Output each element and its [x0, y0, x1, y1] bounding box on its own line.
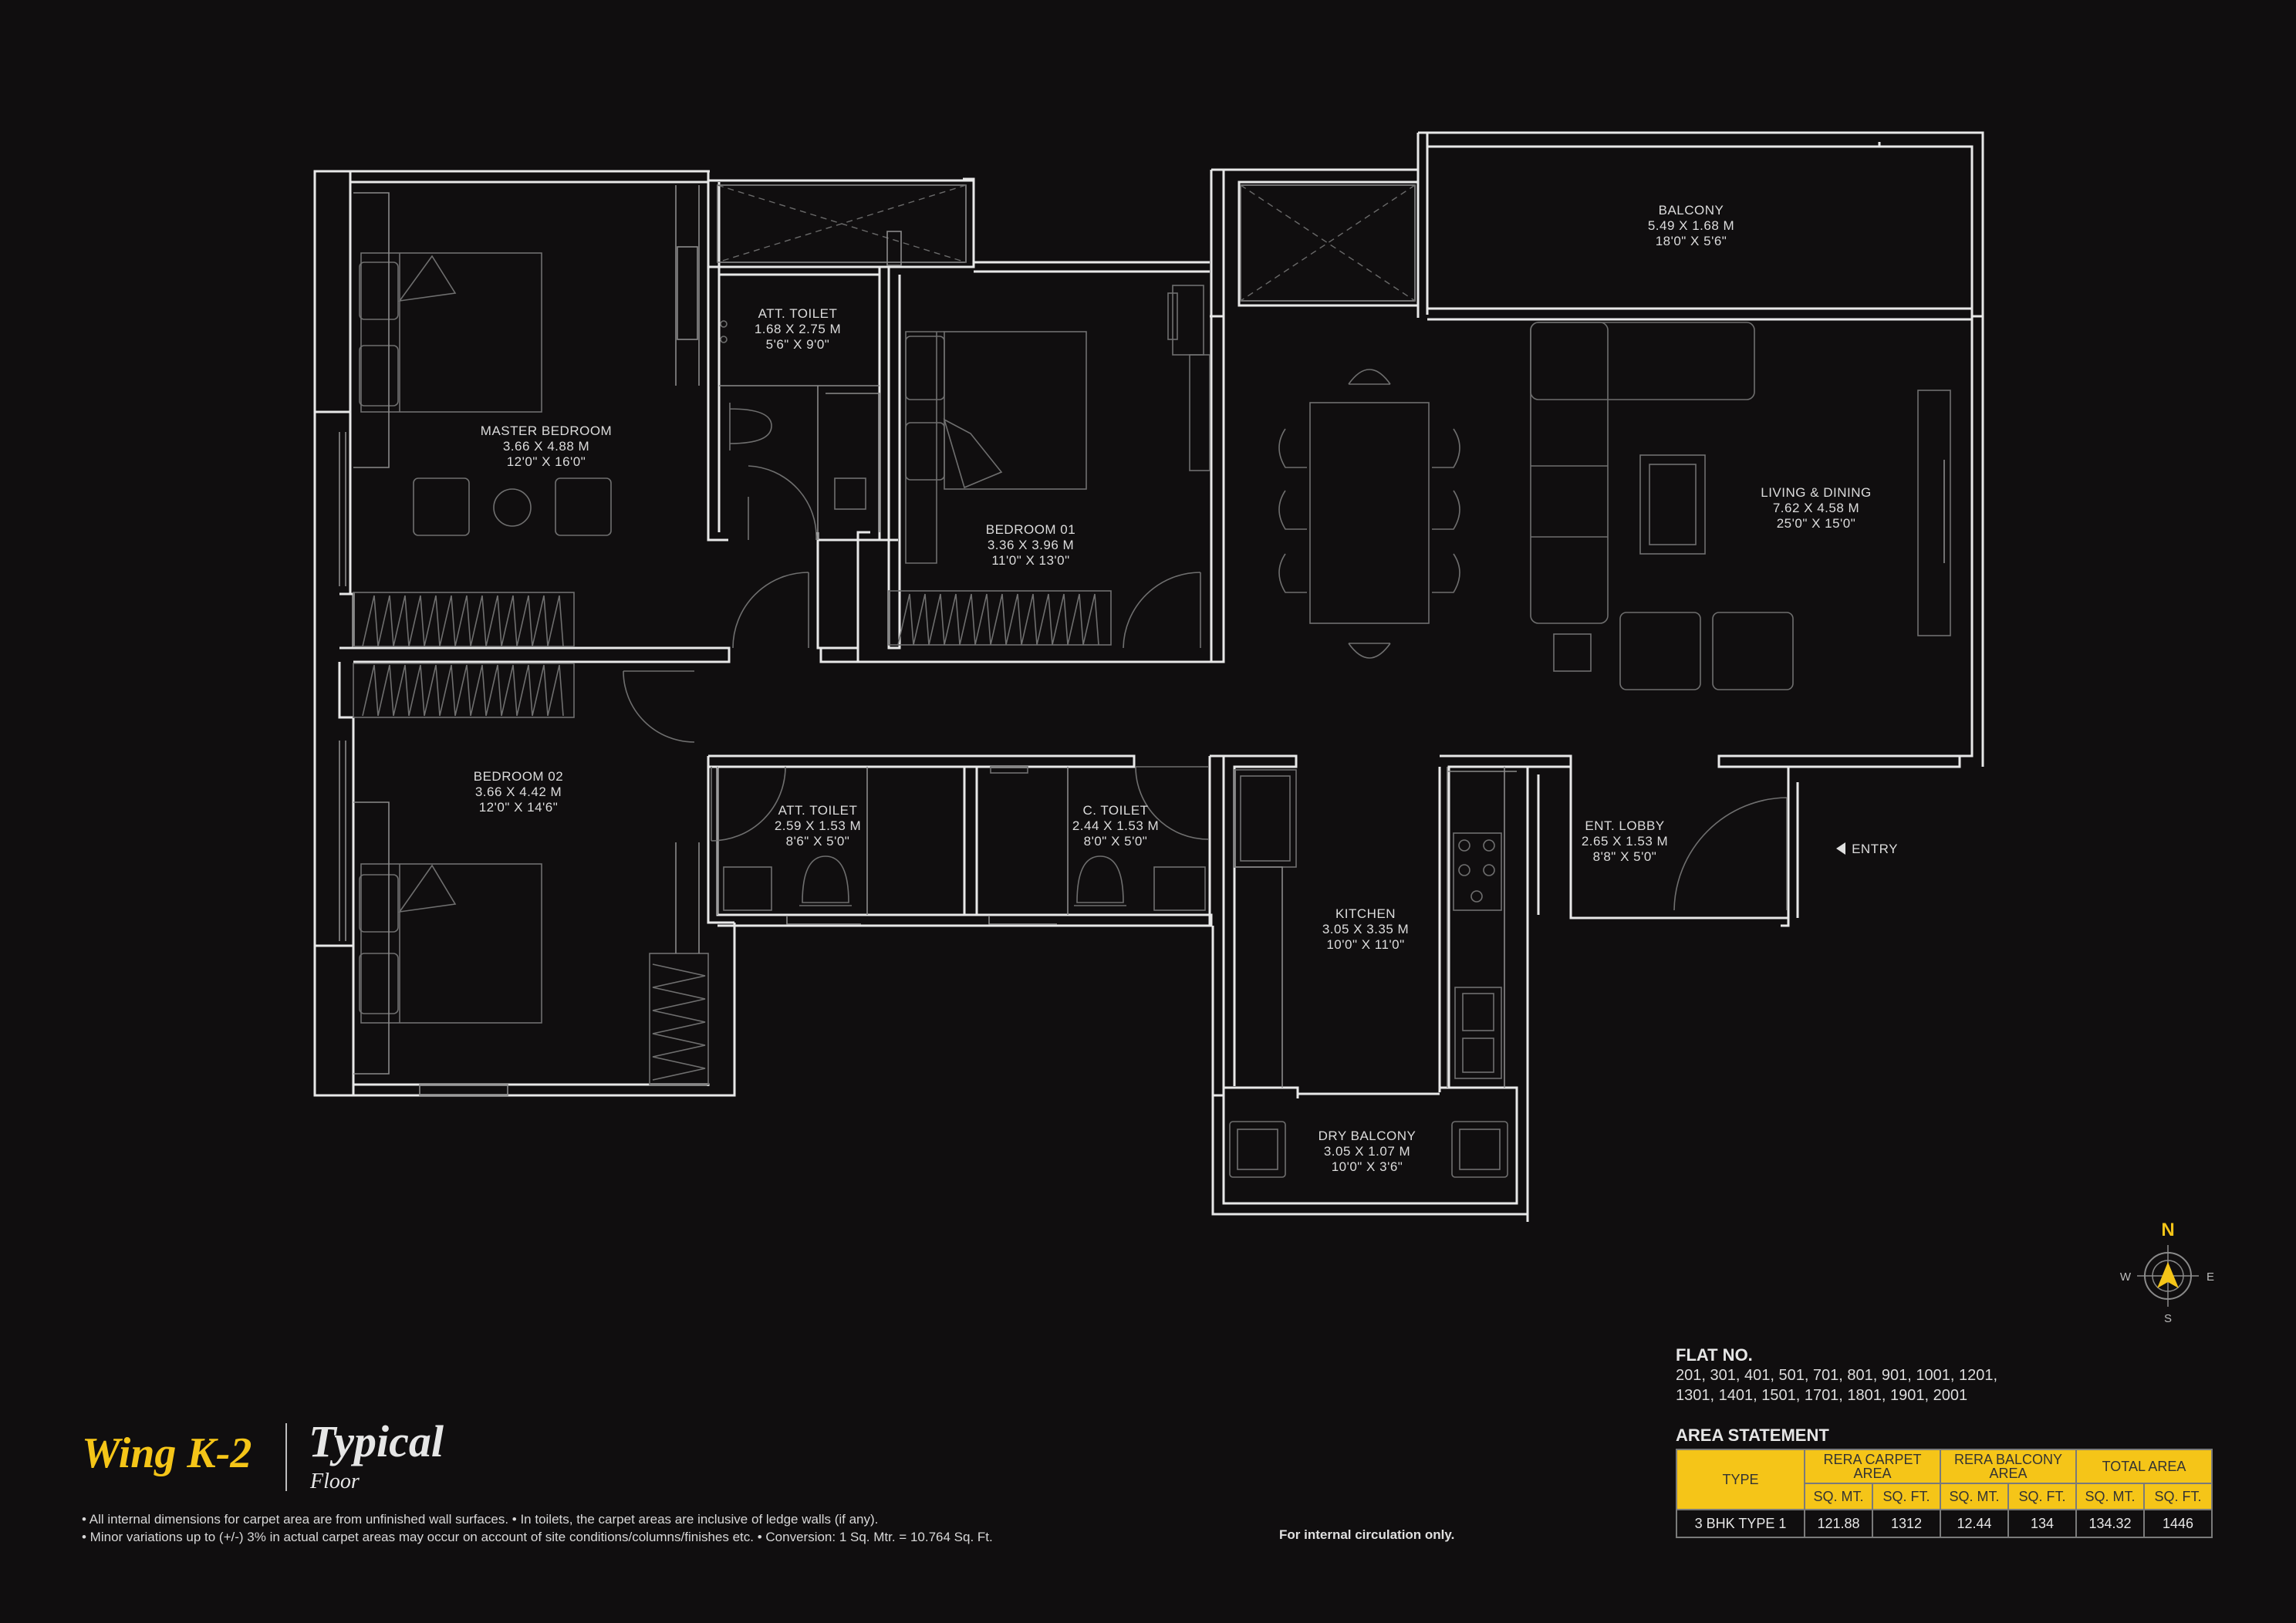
wing-title: Wing K-2 — [82, 1429, 252, 1477]
entry-arrow-icon — [1836, 842, 1845, 855]
label-c-toilet: C. TOILET 2.44 X 1.53 M 8'0" X 5'0" — [1072, 803, 1159, 849]
entry-label: ENTRY — [1852, 842, 1898, 856]
label-bedroom-02: BEDROOM 02 3.66 X 4.42 M 12'0" X 14'6" — [474, 769, 563, 815]
svg-text:BEDROOM 02: BEDROOM 02 — [474, 769, 563, 784]
svg-text:MASTER BEDROOM: MASTER BEDROOM — [481, 423, 612, 438]
cell-balcony-ft: 134 — [2007, 1509, 2077, 1538]
flat-no-label: FLAT NO. — [1676, 1345, 1753, 1365]
detail-lines — [339, 184, 1951, 1178]
svg-text:BALCONY: BALCONY — [1659, 203, 1724, 218]
cell-type: 3 BHK TYPE 1 — [1676, 1509, 1805, 1538]
cell-balcony-mt: 12.44 — [1940, 1509, 2009, 1538]
circulation-note: For internal circulation only. — [1279, 1527, 1455, 1542]
compass-n: N — [2161, 1220, 2174, 1240]
room-labels: MASTER BEDROOM 3.66 X 4.88 M 12'0" X 16'… — [474, 203, 1872, 1174]
svg-text:10'0" X 11'0": 10'0" X 11'0" — [1326, 937, 1404, 952]
svg-text:5.49 X 1.68 M: 5.49 X 1.68 M — [1648, 218, 1734, 233]
svg-text:2.65 X 1.53 M: 2.65 X 1.53 M — [1582, 834, 1668, 849]
table-row: 3 BHK TYPE 1 121.88 1312 12.44 134 134.3… — [1676, 1509, 2213, 1538]
svg-text:3.66 X 4.42 M: 3.66 X 4.42 M — [475, 785, 562, 799]
compass-w: W — [2120, 1270, 2132, 1284]
svg-text:5'6" X 9'0": 5'6" X 9'0" — [766, 337, 830, 352]
svg-text:1.68 X 2.75 M: 1.68 X 2.75 M — [755, 322, 841, 336]
label-kitchen: KITCHEN 3.05 X 3.35 M 10'0" X 11'0" — [1322, 906, 1409, 952]
th-total: TOTAL AREA — [2075, 1449, 2213, 1484]
cell-carpet-mt: 121.88 — [1804, 1509, 1873, 1538]
svg-text:3.05 X 3.35 M: 3.05 X 3.35 M — [1322, 922, 1409, 936]
svg-text:BEDROOM 01: BEDROOM 01 — [986, 522, 1075, 537]
flat-no-line-2: 1301, 1401, 1501, 1701, 1801, 1901, 2001 — [1676, 1387, 1968, 1404]
svg-text:18'0" X 5'6": 18'0" X 5'6" — [1656, 234, 1727, 248]
cell-carpet-ft: 1312 — [1872, 1509, 1941, 1538]
svg-text:ATT. TOILET: ATT. TOILET — [778, 803, 858, 818]
th-carpet-ft: SQ. FT. — [1872, 1483, 1941, 1510]
area-statement-table: TYPE RERA CARPET AREA RERA BALCONY AREA … — [1676, 1449, 2213, 1538]
svg-text:8'8" X 5'0": 8'8" X 5'0" — [1593, 849, 1657, 864]
svg-text:11'0" X 13'0": 11'0" X 13'0" — [991, 553, 1069, 568]
th-balcony-mt: SQ. MT. — [1940, 1483, 2009, 1510]
th-carpet-mt: SQ. MT. — [1804, 1483, 1873, 1510]
svg-text:LIVING & DINING: LIVING & DINING — [1761, 485, 1872, 500]
svg-text:3.36 X 3.96 M: 3.36 X 3.96 M — [988, 538, 1074, 552]
svg-text:7.62 X 4.58 M: 7.62 X 4.58 M — [1773, 501, 1859, 515]
th-total-mt: SQ. MT. — [2075, 1483, 2145, 1510]
svg-text:8'6" X 5'0": 8'6" X 5'0" — [786, 834, 850, 849]
th-carpet: RERA CARPET AREA — [1804, 1449, 1941, 1484]
svg-text:12'0" X 16'0": 12'0" X 16'0" — [507, 454, 586, 469]
svg-text:DRY BALCONY: DRY BALCONY — [1319, 1129, 1416, 1143]
note-1: • All internal dimensions for carpet are… — [82, 1512, 879, 1527]
svg-text:2.59 X 1.53 M: 2.59 X 1.53 M — [775, 818, 861, 833]
flat-no-line-1: 201, 301, 401, 501, 701, 801, 901, 1001,… — [1676, 1367, 1998, 1384]
svg-text:C. TOILET: C. TOILET — [1082, 803, 1148, 818]
compass-s: S — [2164, 1312, 2172, 1325]
compass-e: E — [2207, 1270, 2214, 1284]
svg-text:3.66 X 4.88 M: 3.66 X 4.88 M — [503, 439, 589, 454]
label-bedroom-01: BEDROOM 01 3.36 X 3.96 M 11'0" X 13'0" — [986, 522, 1075, 568]
floor-subtitle: Floor — [310, 1469, 360, 1493]
svg-text:ENT. LOBBY: ENT. LOBBY — [1585, 818, 1664, 833]
cell-total-ft: 1446 — [2143, 1509, 2213, 1538]
cell-total-mt: 134.32 — [2075, 1509, 2145, 1538]
label-balcony: BALCONY 5.49 X 1.68 M 18'0" X 5'6" — [1648, 203, 1734, 248]
label-master-bedroom: MASTER BEDROOM 3.66 X 4.88 M 12'0" X 16'… — [481, 423, 612, 469]
label-att-toilet-1: ATT. TOILET 1.68 X 2.75 M 5'6" X 9'0" — [755, 306, 841, 352]
th-type: TYPE — [1676, 1449, 1805, 1510]
svg-text:2.44 X 1.53 M: 2.44 X 1.53 M — [1072, 818, 1159, 833]
svg-text:KITCHEN: KITCHEN — [1335, 906, 1396, 921]
label-ent-lobby: ENT. LOBBY 2.65 X 1.53 M 8'8" X 5'0" — [1582, 818, 1668, 864]
title-separator — [285, 1423, 287, 1491]
svg-text:10'0" X 3'6": 10'0" X 3'6" — [1332, 1159, 1403, 1174]
compass-icon: N W E S — [2120, 1220, 2214, 1325]
svg-text:12'0" X 14'6": 12'0" X 14'6" — [479, 800, 559, 815]
th-total-ft: SQ. FT. — [2143, 1483, 2213, 1510]
walls — [313, 131, 1984, 1222]
label-att-toilet-2: ATT. TOILET 2.59 X 1.53 M 8'6" X 5'0" — [775, 803, 861, 849]
label-dry-balcony: DRY BALCONY 3.05 X 1.07 M 10'0" X 3'6" — [1319, 1129, 1416, 1174]
note-2: • Minor variations up to (+/-) 3% in act… — [82, 1530, 993, 1544]
th-balcony: RERA BALCONY AREA — [1940, 1449, 2077, 1484]
svg-text:3.05 X 1.07 M: 3.05 X 1.07 M — [1324, 1144, 1410, 1159]
svg-text:8'0" X 5'0": 8'0" X 5'0" — [1084, 834, 1148, 849]
svg-text:25'0" X 15'0": 25'0" X 15'0" — [1777, 516, 1856, 531]
label-living-dining: LIVING & DINING 7.62 X 4.58 M 25'0" X 15… — [1761, 485, 1872, 531]
svg-text:ATT. TOILET: ATT. TOILET — [758, 306, 838, 321]
area-statement-label: AREA STATEMENT — [1676, 1426, 1829, 1445]
th-balcony-ft: SQ. FT. — [2007, 1483, 2077, 1510]
typical-title: Typical — [309, 1416, 444, 1466]
